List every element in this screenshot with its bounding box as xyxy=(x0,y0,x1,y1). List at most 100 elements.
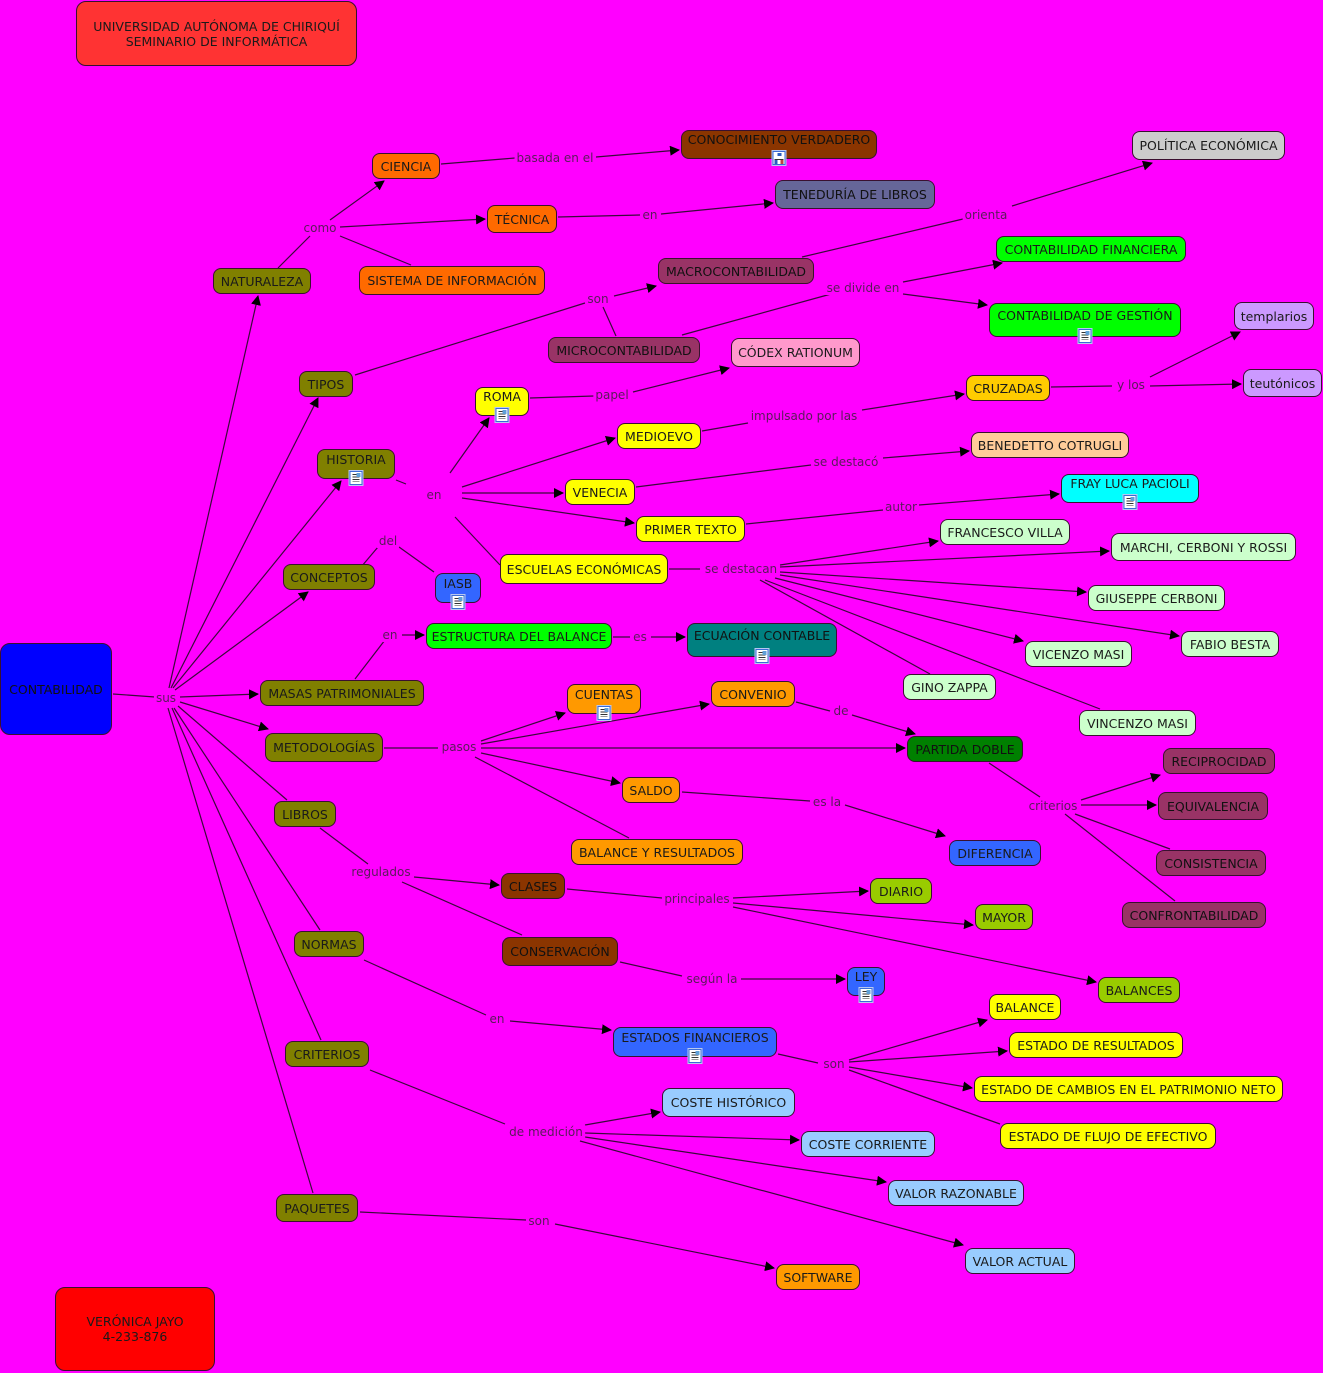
concept-mayor[interactable]: MAYOR xyxy=(975,904,1033,930)
document-resource-icon[interactable] xyxy=(859,988,873,1002)
concept-marchi[interactable]: MARCHI, CERBONI Y ROSSI xyxy=(1111,533,1296,561)
arrow-connector xyxy=(1149,379,1242,390)
concept-codex[interactable]: CÓDEX RATIONUM xyxy=(731,338,860,367)
document-resource-icon[interactable] xyxy=(1123,495,1137,509)
concept-benedetto[interactable]: BENEDETTO COTRUGLI xyxy=(971,432,1129,458)
concept-templarios[interactable]: templarios xyxy=(1234,302,1314,330)
document-resource-icon[interactable] xyxy=(495,408,509,422)
concept-normas[interactable]: NORMAS xyxy=(294,931,364,957)
concept-masas[interactable]: MASAS PATRIMONIALES xyxy=(260,680,424,706)
concept-besta[interactable]: FABIO BESTA xyxy=(1181,631,1279,657)
concept-cuentas[interactable]: CUENTAS xyxy=(567,684,641,720)
arrow-connector xyxy=(861,390,965,411)
concept-convenio[interactable]: CONVENIO xyxy=(711,681,795,707)
concept-estructura[interactable]: ESTRUCTURA DEL BALANCE xyxy=(426,623,612,649)
concept-paquetes[interactable]: PAQUETES xyxy=(276,1194,358,1222)
concept-balance[interactable]: BALANCE xyxy=(989,994,1061,1020)
concept-saldo[interactable]: SALDO xyxy=(622,777,680,803)
document-resource-icon[interactable] xyxy=(349,471,363,485)
concept-label: METODOLOGÍAS xyxy=(273,740,375,755)
concept-conservacion[interactable]: CONSERVACIÓN xyxy=(502,937,618,966)
concept-balres[interactable]: BALANCE Y RESULTADOS xyxy=(571,839,743,865)
arrow-connector xyxy=(779,546,1110,568)
concept-estfin[interactable]: ESTADOS FINANCIEROS xyxy=(613,1027,777,1063)
document-resource-icon[interactable] xyxy=(451,595,465,609)
concept-escuelas[interactable]: ESCUELAS ECONÓMICAS xyxy=(500,554,668,584)
concept-sistema[interactable]: SISTEMA DE INFORMACIÓN xyxy=(359,266,545,295)
concept-valorraz[interactable]: VALOR RAZONABLE xyxy=(888,1180,1024,1206)
concept-estflujo[interactable]: ESTADO DE FLUJO DE EFECTIVO xyxy=(1000,1123,1216,1149)
concept-cfin[interactable]: CONTABILIDAD FINANCIERA xyxy=(996,236,1186,262)
concept-tecnica[interactable]: TÉCNICA xyxy=(487,205,557,233)
concept-balances[interactable]: BALANCES xyxy=(1098,977,1180,1003)
arrow-connector xyxy=(329,180,385,221)
concept-reciprocidad[interactable]: RECIPROCIDAD xyxy=(1163,748,1275,774)
concept-iasb[interactable]: IASB xyxy=(435,573,481,609)
linking-phrase-pasos: pasos xyxy=(439,740,479,754)
concept-politica[interactable]: POLÍTICA ECONÓMICA xyxy=(1132,131,1285,160)
concept-metodologias[interactable]: METODOLOGÍAS xyxy=(265,733,383,762)
concept-clases[interactable]: CLASES xyxy=(501,873,565,899)
concept-historia[interactable]: HISTORIA xyxy=(317,449,395,485)
concept-consistencia[interactable]: CONSISTENCIA xyxy=(1156,850,1266,876)
concept-costecorr[interactable]: COSTE CORRIENTE xyxy=(801,1131,935,1157)
concept-conceptos[interactable]: CONCEPTOS xyxy=(283,564,375,590)
concept-vincenzo[interactable]: VINCENZO MASI xyxy=(1079,710,1196,736)
arrow-connector xyxy=(174,591,309,691)
concept-software[interactable]: SOFTWARE xyxy=(776,1264,860,1290)
linking-phrase-orienta: orienta xyxy=(962,208,1010,222)
concept-pacioli[interactable]: FRAY LUCA PACIOLI xyxy=(1061,474,1199,509)
concept-diario[interactable]: DIARIO xyxy=(870,878,932,904)
concept-naturaleza[interactable]: NATURALEZA xyxy=(213,268,311,294)
concept-label: VALOR RAZONABLE xyxy=(895,1185,1017,1201)
concept-costehist[interactable]: COSTE HISTÓRICO xyxy=(662,1088,795,1117)
document-resource-icon[interactable] xyxy=(597,706,611,720)
concept-tipos[interactable]: TIPOS xyxy=(299,371,353,397)
concept-zappa[interactable]: GINO ZAPPA xyxy=(903,674,996,700)
document-resource-icon[interactable] xyxy=(1078,329,1092,343)
line-connector xyxy=(988,762,1041,798)
concept-confrontabilidad[interactable]: CONFRONTABILIDAD xyxy=(1122,902,1266,928)
concept-partida[interactable]: PARTIDA DOBLE xyxy=(907,736,1023,762)
document-resource-icon[interactable] xyxy=(688,1049,702,1063)
document-resource-icon[interactable] xyxy=(755,649,769,663)
linking-phrase-ylos: y los xyxy=(1115,378,1147,392)
concept-micro[interactable]: MICROCONTABILIDAD xyxy=(548,337,700,363)
concept-label: CONTABILIDAD xyxy=(9,681,103,697)
arrow-connector xyxy=(844,804,946,839)
concept-estcamb[interactable]: ESTADO DE CAMBIOS EN EL PATRIMONIO NETO xyxy=(974,1076,1283,1102)
concept-cruzadas[interactable]: CRUZADAS xyxy=(966,375,1050,401)
concept-contabilidad[interactable]: CONTABILIDAD xyxy=(0,643,112,735)
concept-label: CONSERVACIÓN xyxy=(510,944,610,959)
concept-equivalencia[interactable]: EQUIVALENCIA xyxy=(1158,792,1268,820)
concept-libros[interactable]: LIBROS xyxy=(274,801,336,827)
concept-label: BALANCE Y RESULTADOS xyxy=(578,844,735,860)
concept-ley[interactable]: LEY xyxy=(847,967,885,1002)
concept-vicenzo[interactable]: VICENZO MASI xyxy=(1025,641,1132,667)
concept-cges[interactable]: CONTABILIDAD DE GESTIÓN xyxy=(989,303,1181,343)
concept-medioevo[interactable]: MEDIOEVO xyxy=(617,423,701,449)
concept-label: FABIO BESTA xyxy=(1189,636,1271,652)
concept-estres[interactable]: ESTADO DE RESULTADOS xyxy=(1009,1032,1183,1058)
concept-macro[interactable]: MACROCONTABILIDAD xyxy=(658,258,814,284)
concept-ecuacion[interactable]: ECUACIÓN CONTABLE xyxy=(687,623,837,663)
concept-primer[interactable]: PRIMER TEXTO xyxy=(636,516,745,542)
concept-valoract[interactable]: VALOR ACTUAL xyxy=(965,1248,1075,1274)
concept-criterios[interactable]: CRITERIOS xyxy=(285,1041,369,1067)
concept-teneduria[interactable]: TENEDURÍA DE LIBROS xyxy=(775,180,935,209)
concept-ciencia[interactable]: CIENCIA xyxy=(372,153,440,179)
concept-teutonicos[interactable]: teutónicos xyxy=(1243,369,1322,397)
concept-giuseppe[interactable]: GIUSEPPE CERBONI xyxy=(1088,585,1225,611)
concept-roma[interactable]: ROMA xyxy=(475,387,529,422)
concept-label: teutónicos xyxy=(1249,375,1316,391)
arrow-connector xyxy=(554,1223,775,1272)
concept-conocimiento[interactable]: CONOCIMIENTO VERDADERO xyxy=(681,130,877,165)
concept-villa[interactable]: FRANCESCO VILLA xyxy=(940,519,1070,545)
arrow-connector xyxy=(902,259,1003,283)
concept-diferencia[interactable]: DIFERENCIA xyxy=(949,840,1041,866)
linked-map-icon[interactable] xyxy=(772,151,786,165)
concept-venecia[interactable]: VENECIA xyxy=(565,479,635,505)
arrow-connector xyxy=(509,1020,612,1035)
